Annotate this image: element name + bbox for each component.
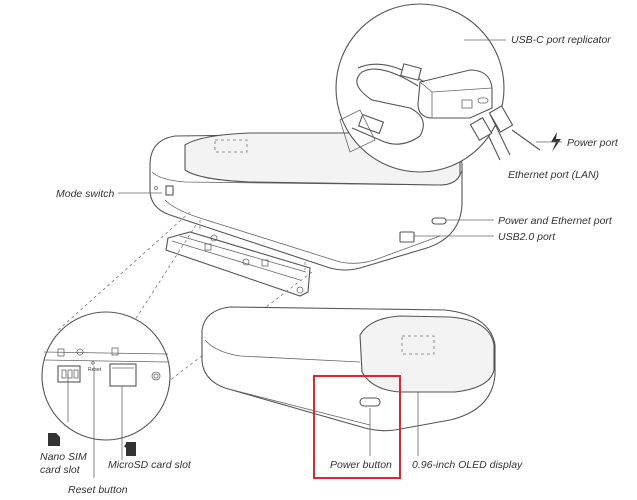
port-replicator-zoom [335, 3, 541, 173]
card-slot-zoom [41, 311, 171, 441]
mode-switch-label: Mode switch [56, 188, 115, 200]
usb-c-port-icon [431, 217, 447, 225]
usb-c-replicator-label: USB-C port replicator [511, 34, 611, 46]
oled-display-label: 0.96-inch OLED display [412, 459, 523, 471]
usb2-port-icon [399, 231, 415, 243]
power-ethernet-label: Power and Ethernet port [498, 215, 613, 227]
power-button-icon [359, 397, 381, 407]
nano-sim-icon [48, 433, 60, 446]
mode-switch-icon [165, 185, 174, 196]
reset-tiny-label: Reset [88, 367, 102, 373]
nano-sim-label-2: card slot [40, 464, 81, 476]
microsd-slot-label: MicroSD card slot [108, 459, 192, 471]
microsd-icon [124, 442, 136, 456]
router-bottom-view [201, 306, 496, 432]
sim-tray [165, 231, 311, 297]
power-button-highlight [313, 375, 401, 479]
usb2-port-label: USB2.0 port [498, 231, 556, 243]
nano-sim-label-1: Nano SIM [40, 451, 87, 463]
ethernet-port-label: Ethernet port (LAN) [508, 169, 599, 181]
reset-button-label: Reset button [68, 484, 128, 496]
power-port-label: Power port [567, 137, 619, 149]
power-button-label: Power button [330, 459, 392, 471]
leader-lines [67, 39, 562, 478]
